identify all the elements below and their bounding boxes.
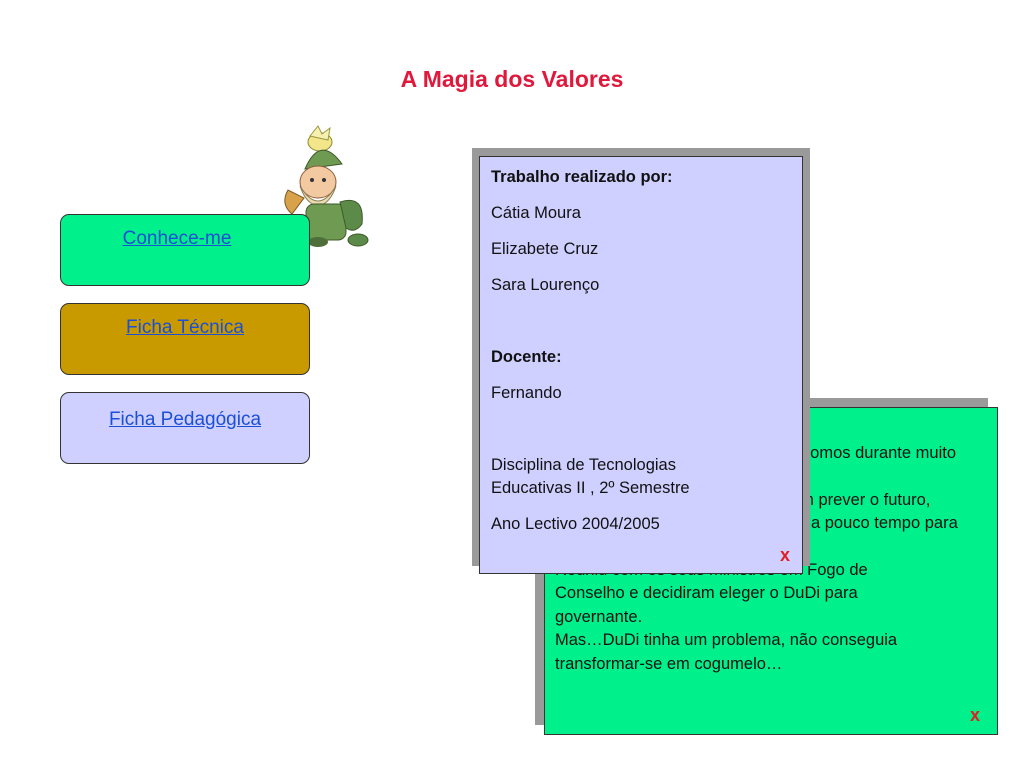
story-line: nomos durante muito [801, 444, 957, 462]
story-line: Conselho e decidiram eleger o DuDi para [555, 584, 858, 602]
ficha-pedagogica-link[interactable]: Ficha Pedagógica [108, 409, 262, 430]
ficha-tecnica-button[interactable]: Ficha Técnica [60, 303, 310, 375]
conhece-me-link[interactable]: Conhece-me [122, 228, 232, 249]
ficha-pedagogica-button[interactable]: Ficha Pedagógica [60, 392, 310, 464]
story-line: a pouco tempo para [811, 514, 958, 532]
gnome-mascot-icon [284, 125, 369, 247]
teacher-label: Docente: [491, 348, 562, 366]
story-line: Mas…DuDi tinha um problema, não consegui… [555, 631, 898, 649]
teacher-name: Fernando [491, 384, 562, 402]
credits-panel: Trabalho realizado por: Cátia Moura Eliz… [479, 156, 803, 574]
conhece-me-button[interactable]: Conhece-me [60, 214, 310, 286]
author-name: Elizabete Cruz [491, 240, 599, 258]
course-line: Educativas II , 2º Semestre [491, 479, 690, 497]
credits-heading: Trabalho realizado por: [491, 168, 673, 186]
close-story-button[interactable]: x [970, 705, 981, 725]
ficha-tecnica-link[interactable]: Ficha Técnica [126, 317, 244, 338]
page-title: A Magia dos Valores [400, 66, 624, 92]
story-line: em prever o futuro, [791, 490, 931, 509]
course-line: Disciplina de Tecnologias [491, 456, 676, 474]
story-line: governante. [555, 607, 643, 626]
close-credits-button[interactable]: x [780, 545, 791, 565]
author-name: Cátia Moura [491, 204, 581, 222]
school-year: Ano Lectivo 2004/2005 [491, 515, 660, 533]
story-line: transformar-se em cogumelo… [555, 654, 783, 673]
author-name: Sara Lourenço [491, 276, 600, 294]
